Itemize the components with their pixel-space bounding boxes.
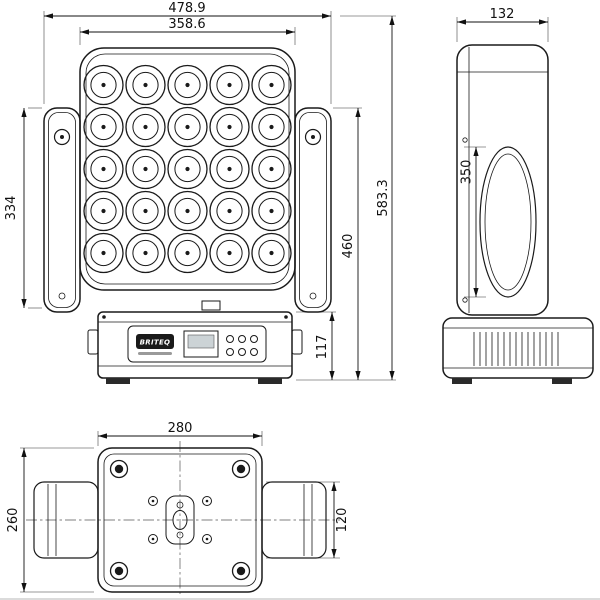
dim-label-base-depth: 260 xyxy=(6,508,21,533)
brand-logo-text: BRITEQ xyxy=(140,339,171,347)
dim-label-body-height: 460 xyxy=(341,234,356,259)
base-foot-right xyxy=(258,378,282,384)
lcd-screen xyxy=(187,334,215,349)
cooling-fins xyxy=(473,332,559,366)
base-foot-left xyxy=(106,378,130,384)
corner-bolt xyxy=(231,459,251,479)
head-cylinder-left xyxy=(33,481,99,559)
dim-label-side-width: 132 xyxy=(490,7,515,22)
dim-label-yoke-length: 350 xyxy=(460,160,475,185)
base-plate xyxy=(97,447,263,593)
side-base xyxy=(442,317,594,384)
dim-front-total-height: 583.3 xyxy=(340,15,396,380)
dim-front-body-height: 460 xyxy=(296,107,396,381)
yoke-arm-profile xyxy=(479,146,537,298)
dim-front-yoke-height: 334 xyxy=(4,107,42,309)
dim-bottom-width: 280 xyxy=(97,421,263,446)
dim-bottom-depth: 260 xyxy=(6,447,94,593)
side-view: 132 350 xyxy=(442,7,594,384)
yoke-arm-left xyxy=(43,107,81,313)
corner-bolt xyxy=(109,459,129,479)
yoke-arm-right xyxy=(294,107,332,313)
model-text-bar xyxy=(138,352,172,355)
side-foot-left xyxy=(452,378,472,384)
control-panel: BRITEQ xyxy=(127,325,267,363)
fixture-base: BRITEQ xyxy=(87,311,303,384)
dim-label-arm-width: 120 xyxy=(335,508,350,533)
cable-gland xyxy=(201,300,221,311)
dim-side-width: 132 xyxy=(456,7,549,42)
dim-label-base-width: 280 xyxy=(168,421,193,436)
base-handle-left xyxy=(87,329,99,355)
base-handle-right xyxy=(291,329,303,355)
dim-front-head-width: 358.6 xyxy=(79,17,296,45)
lcd-display xyxy=(183,330,219,358)
lens-array xyxy=(83,64,292,274)
side-body xyxy=(456,44,549,316)
fixture-head xyxy=(79,47,296,291)
dim-label-yoke-height: 334 xyxy=(4,196,19,221)
dim-label-total-width: 478.9 xyxy=(168,1,205,16)
bottom-view: 280 260 120 xyxy=(6,421,350,597)
dim-side-yoke-length: 350 xyxy=(460,146,486,298)
dim-label-total-height: 583.3 xyxy=(376,179,391,216)
dim-label-base-height: 117 xyxy=(315,335,330,360)
corner-bolt xyxy=(109,561,129,581)
menu-buttons xyxy=(226,335,258,356)
dim-front-total-width: 478.9 xyxy=(43,1,332,104)
dim-label-head-width: 358.6 xyxy=(168,17,205,32)
brand-logo-plate xyxy=(136,334,174,349)
mounting-hole-pattern xyxy=(148,495,212,545)
front-view: 478.9 358.6 334 460 583.3 xyxy=(4,1,396,384)
side-foot-right xyxy=(552,378,572,384)
corner-bolt xyxy=(231,561,251,581)
